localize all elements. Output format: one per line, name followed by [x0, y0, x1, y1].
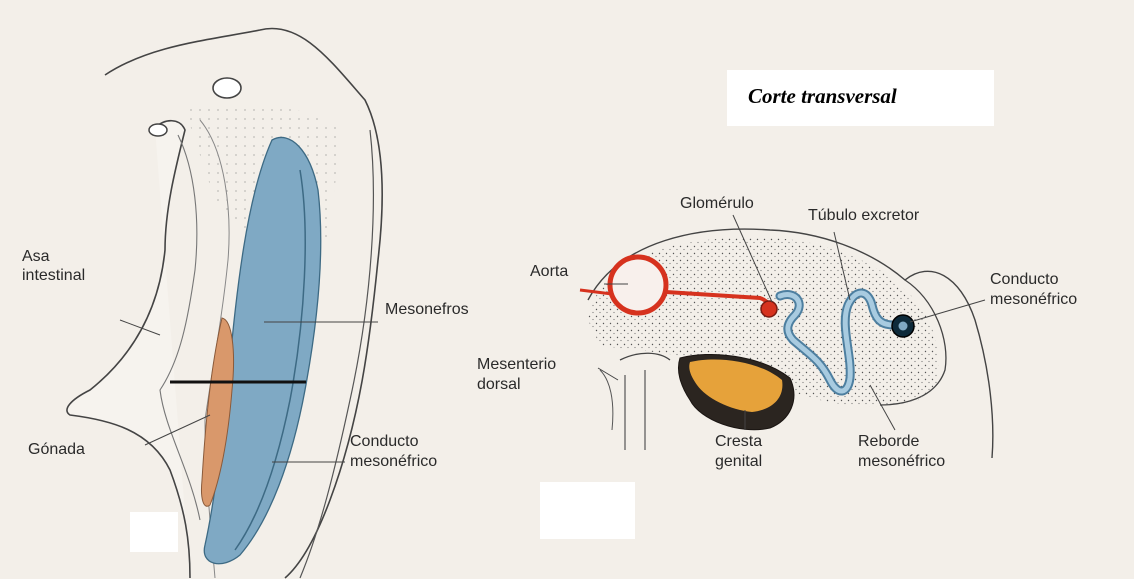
label-conducto-right-line2: mesonéfrico [990, 290, 1077, 309]
aorta-circle [610, 257, 666, 313]
label-glomerulo: Glomérulo [680, 194, 754, 213]
label-mesenterio-line1: Mesenterio [477, 355, 556, 374]
label-reborde-line2: mesonéfrico [858, 452, 945, 471]
glomerulus [761, 301, 777, 317]
blank-box-left [130, 512, 178, 552]
blank-box-right [540, 482, 635, 539]
label-asa-line1: Asa [22, 247, 50, 266]
sagittal-view [67, 28, 382, 578]
label-asa-line2: intestinal [22, 266, 85, 285]
label-mesenterio-line2: dorsal [477, 375, 521, 394]
label-mesonefros: Mesonefros [385, 300, 469, 319]
dorsal-mesentery [620, 353, 670, 360]
label-conducto-right-line1: Conducto [990, 270, 1059, 289]
label-conducto-left-line2: mesonéfrico [350, 452, 437, 471]
label-reborde-line1: Reborde [858, 432, 919, 451]
label-gonada: Gónada [28, 440, 85, 459]
label-cresta-line2: genital [715, 452, 762, 471]
gut-loop [67, 121, 190, 578]
transverse-view [580, 215, 993, 458]
label-conducto-left-line1: Conducto [350, 432, 419, 451]
label-aorta: Aorta [530, 262, 568, 281]
figure-title: Corte transversal [748, 84, 897, 109]
label-tubulo: Túbulo excretor [808, 206, 919, 225]
label-cresta-line1: Cresta [715, 432, 762, 451]
notochord-oval [213, 78, 241, 98]
